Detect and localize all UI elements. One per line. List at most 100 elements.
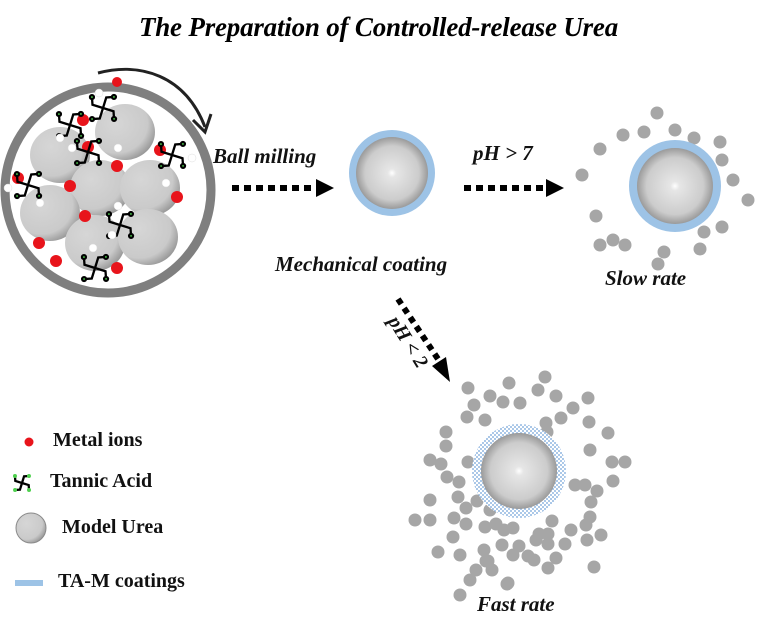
urea-molecule — [495, 538, 509, 552]
urea-molecule — [506, 548, 520, 562]
tannic-acid-molecule — [157, 140, 187, 170]
urea-molecule — [478, 413, 492, 427]
urea-molecule — [423, 453, 437, 467]
urea-molecule — [477, 543, 491, 557]
urea-molecule — [601, 426, 615, 440]
coated-urea-particle — [349, 130, 435, 216]
urea-molecule — [423, 513, 437, 527]
urea-molecule — [408, 513, 422, 527]
urea-molecule — [580, 533, 594, 547]
urea-molecule — [470, 494, 484, 508]
legend-tannic-acid-icon — [12, 473, 32, 493]
urea-molecule — [431, 545, 445, 559]
hydroxyl-group — [88, 243, 98, 253]
urea-molecule — [558, 537, 572, 551]
fast-release-particle — [408, 370, 632, 602]
urea-molecule — [650, 106, 664, 120]
legend-model-urea-label: Model Urea — [62, 516, 164, 538]
urea-molecule — [423, 493, 437, 507]
hydroxyl-group — [3, 183, 13, 193]
legend-tannic-acid-label: Tannic Acid — [50, 470, 153, 492]
urea-molecule — [453, 588, 467, 602]
diagram-title: The Preparation of Controlled-release Ur… — [138, 12, 619, 42]
urea-molecule — [554, 411, 568, 425]
urea-molecule — [568, 478, 582, 492]
tannic-acid-molecule — [88, 93, 118, 123]
hydroxyl-group — [67, 143, 77, 153]
urea-molecule — [593, 142, 607, 156]
urea-molecule — [463, 573, 477, 587]
legend-coating-icon — [15, 580, 43, 586]
tannic-acid-molecule — [13, 170, 43, 200]
urea-molecule — [564, 523, 578, 537]
hydroxyl-group — [113, 143, 123, 153]
urea-molecule — [618, 238, 632, 252]
legend-tannic-acid-glyph — [12, 473, 32, 493]
urea-molecule — [469, 563, 483, 577]
urea-molecule — [529, 533, 543, 547]
urea-molecule — [545, 514, 559, 528]
urea-molecule — [527, 553, 541, 567]
urea-molecule — [460, 410, 474, 424]
urea-molecule — [513, 396, 527, 410]
rotation-arrowhead — [191, 113, 213, 135]
urea-molecule — [549, 551, 563, 565]
urea-molecule — [583, 443, 597, 457]
legend-coatings-label: TA-M coatings — [58, 570, 185, 592]
urea-molecule — [715, 153, 729, 167]
urea-molecule — [582, 415, 596, 429]
urea-molecule — [541, 561, 555, 575]
urea-molecule — [538, 370, 552, 384]
urea-molecule — [606, 233, 620, 247]
urea-molecule — [549, 389, 563, 403]
legend-metal-ion-icon — [24, 437, 34, 447]
urea-molecule — [434, 457, 448, 471]
hydroxyl-group — [94, 88, 104, 98]
ball-mill-drum — [0, 67, 216, 298]
hydroxyl-group — [161, 178, 171, 188]
urea-molecule — [575, 168, 589, 182]
rotation-arrow — [97, 67, 207, 128]
urea-molecule — [618, 455, 632, 469]
urea-molecule — [657, 245, 671, 259]
urea-molecule — [605, 455, 619, 469]
urea-molecule — [541, 527, 555, 541]
urea-molecule — [541, 537, 555, 551]
hydroxyl-group — [187, 153, 197, 163]
urea-molecule — [453, 548, 467, 562]
urea-molecule — [566, 401, 580, 415]
legend — [12, 437, 47, 586]
urea-molecule — [461, 381, 475, 395]
urea-molecule — [578, 478, 592, 492]
urea-molecule — [579, 518, 593, 532]
urea-molecule — [501, 576, 515, 590]
urea-molecule — [447, 511, 461, 525]
arrow-ball-milling — [232, 179, 334, 197]
legend-model-urea-icon — [15, 512, 47, 544]
tannic-acid-molecule — [80, 253, 110, 283]
urea-molecule — [461, 455, 475, 469]
mechanical-coating-label: Mechanical coating — [275, 252, 448, 276]
urea-molecule — [502, 376, 516, 390]
urea-molecule — [452, 475, 466, 489]
urea-molecule — [606, 474, 620, 488]
urea-molecule — [459, 517, 473, 531]
urea-molecule — [715, 220, 729, 234]
urea-molecule — [726, 173, 740, 187]
urea-molecule — [697, 225, 711, 239]
tannic-acid-molecules — [3, 88, 197, 283]
urea-molecule — [741, 193, 755, 207]
urea-molecule — [584, 495, 598, 509]
urea-molecule — [439, 425, 453, 439]
tannic-acid-molecule — [73, 137, 103, 167]
urea-molecule — [531, 383, 545, 397]
urea-molecule — [451, 490, 465, 504]
urea-balls-in-mill — [20, 104, 180, 271]
urea-molecule — [467, 398, 481, 412]
arrow-ph-high — [464, 179, 564, 197]
urea-molecule — [439, 439, 453, 453]
hydroxyl-group — [113, 201, 123, 211]
urea-molecule — [587, 560, 601, 574]
urea-molecule — [479, 554, 493, 568]
